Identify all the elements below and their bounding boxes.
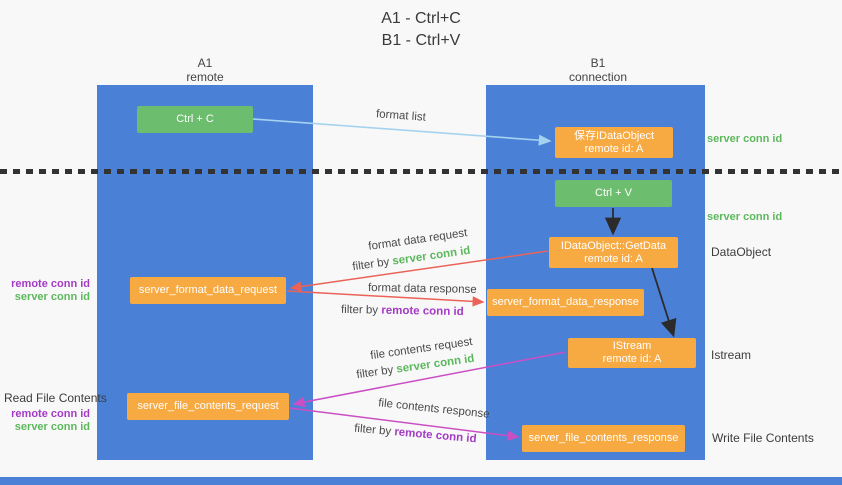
node-ctrl-c: Ctrl + C [137,106,253,133]
arrow-format-list [252,118,552,146]
node-istream-title: IStream [612,340,652,352]
node-idataobject-getdata: IDataObject::GetData remote id: A [549,237,678,268]
label-remote-conn-id-format: remote conn id [11,278,90,290]
label-server-conn-id-top: server conn id [707,133,783,145]
node-getdata-title: IDataObject::GetData [560,239,667,252]
column-header-b1: B1 connection [528,56,668,84]
node-ctrl-c-label: Ctrl + C [176,113,214,125]
node-istream: IStream remote id: A [568,338,696,368]
node-server-file-contents-request: server_file_contents_request [127,393,289,420]
label-server-conn-id-format: server conn id [14,291,90,303]
node-file-request-label: server_file_contents_request [137,400,279,412]
node-ctrl-v-label: Ctrl + V [595,187,632,199]
label-server-conn-id-file: server conn id [14,421,90,433]
node-ctrl-v: Ctrl + V [555,180,672,207]
arrow-getdata-to-istream [651,267,677,338]
bottom-divider-bar [0,477,842,485]
column-a1-name: A1 [197,56,213,70]
node-server-format-data-response: server_format_data_response [487,289,644,316]
node-format-response-label: server_format_data_response [492,296,639,308]
node-save-idataobject-title: 保存IDataObject [573,129,655,142]
arrow-format-data-response [286,290,485,307]
node-format-request-label: server_format_data_request [138,284,278,296]
node-server-file-contents-response: server_file_contents_response [522,425,685,452]
node-istream-remote-id: remote id: A [602,353,662,365]
node-save-idataobject: 保存IDataObject remote id: A [555,127,673,158]
arrow-file-contents-request [292,351,567,408]
node-getdata-remote-id: remote id: A [584,252,643,265]
label-istream: Istream [711,348,752,362]
file-conn-id-stack: remote conn id server conn id [10,408,90,434]
column-b1-name: B1 [590,56,606,70]
label-format-data-response: format data response [367,282,477,296]
label-format-data-response-filter: filter by remote conn id [341,304,464,318]
column-header-a1: A1 remote [135,56,275,84]
arrow-file-contents-response [288,407,520,441]
diagram-title: A1 - Ctrl+C B1 - Ctrl+V [0,8,842,52]
label-dataobject: DataObject [711,245,772,259]
remote-conn-id-text: remote conn id [381,304,464,319]
node-file-response-label: server_file_contents_response [528,432,679,444]
title-line-ctrl-v: B1 - Ctrl+V [381,32,461,49]
column-b1-subtitle: connection [568,70,628,84]
format-conn-id-stack: remote conn id server conn id [10,278,90,304]
arrow-format-data-request [289,250,549,292]
filter-by-text: filter by [340,303,379,317]
label-write-file-contents: Write File Contents [712,431,814,445]
label-read-file-contents: Read File Contents [4,391,107,405]
node-server-format-data-request: server_format_data_request [130,277,286,304]
column-a1-subtitle: remote [186,70,224,84]
label-remote-conn-id-file: remote conn id [11,408,90,420]
phase-separator-dotted-line [0,169,842,174]
title-line-ctrl-c: A1 - Ctrl+C [381,10,461,27]
label-server-conn-id-ctrl-v: server conn id [707,211,783,223]
node-save-idataobject-remote-id: remote id: A [584,142,644,155]
